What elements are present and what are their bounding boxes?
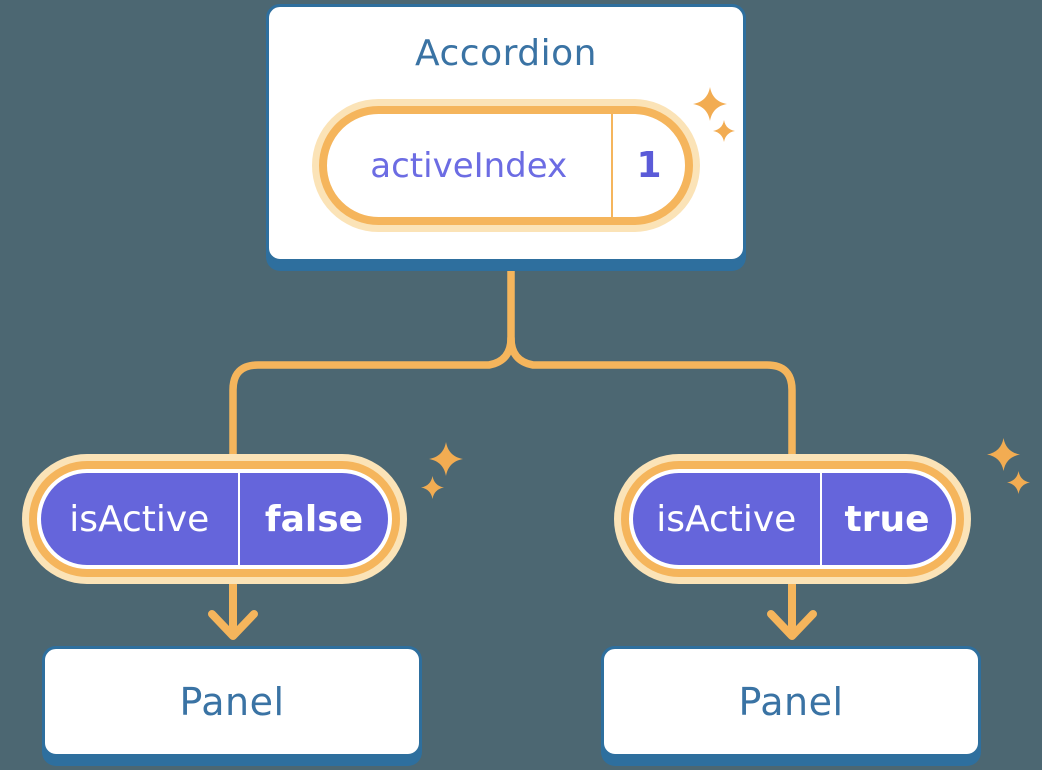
arrow-down-left-icon xyxy=(208,579,258,640)
sparkle-icon xyxy=(713,120,735,142)
sparkle-icon xyxy=(421,476,444,499)
sparkle-icon xyxy=(693,87,727,121)
prop-name-label: isActive xyxy=(69,498,210,540)
state-pill-ring: activeIndex 1 xyxy=(319,106,693,225)
panel-component-card-right: Panel xyxy=(601,646,981,757)
accordion-title: Accordion xyxy=(415,33,597,74)
state-pill: activeIndex 1 xyxy=(312,99,700,232)
prop-name-label: isActive xyxy=(656,498,797,540)
sparkle-icon xyxy=(429,442,463,476)
prop-value-label: false xyxy=(264,498,364,540)
pill-divider xyxy=(237,473,240,565)
pill-divider xyxy=(610,114,613,217)
pill-divider xyxy=(819,473,822,565)
panel-title: Panel xyxy=(179,679,285,724)
state-name-label: activeIndex xyxy=(370,145,568,186)
prop-pill-isactive-false: isActive false xyxy=(22,454,407,584)
prop-pill-ring: isActive true xyxy=(621,461,964,577)
prop-pill-core: isActive false xyxy=(41,473,388,565)
panel-title: Panel xyxy=(738,679,844,724)
prop-pill-ring: isActive false xyxy=(29,461,400,577)
prop-pill-isactive-true: isActive true xyxy=(614,454,971,584)
panel-component-card-left: Panel xyxy=(42,646,422,757)
prop-value-label: true xyxy=(844,498,930,540)
sparkle-icon xyxy=(1007,471,1030,494)
state-value-label: 1 xyxy=(636,145,662,186)
prop-pill-core: isActive true xyxy=(633,473,952,565)
arrow-down-right-icon xyxy=(767,579,817,640)
sparkle-icon xyxy=(987,438,1020,471)
branch-line-left xyxy=(229,258,515,460)
branch-line-right xyxy=(507,334,796,460)
